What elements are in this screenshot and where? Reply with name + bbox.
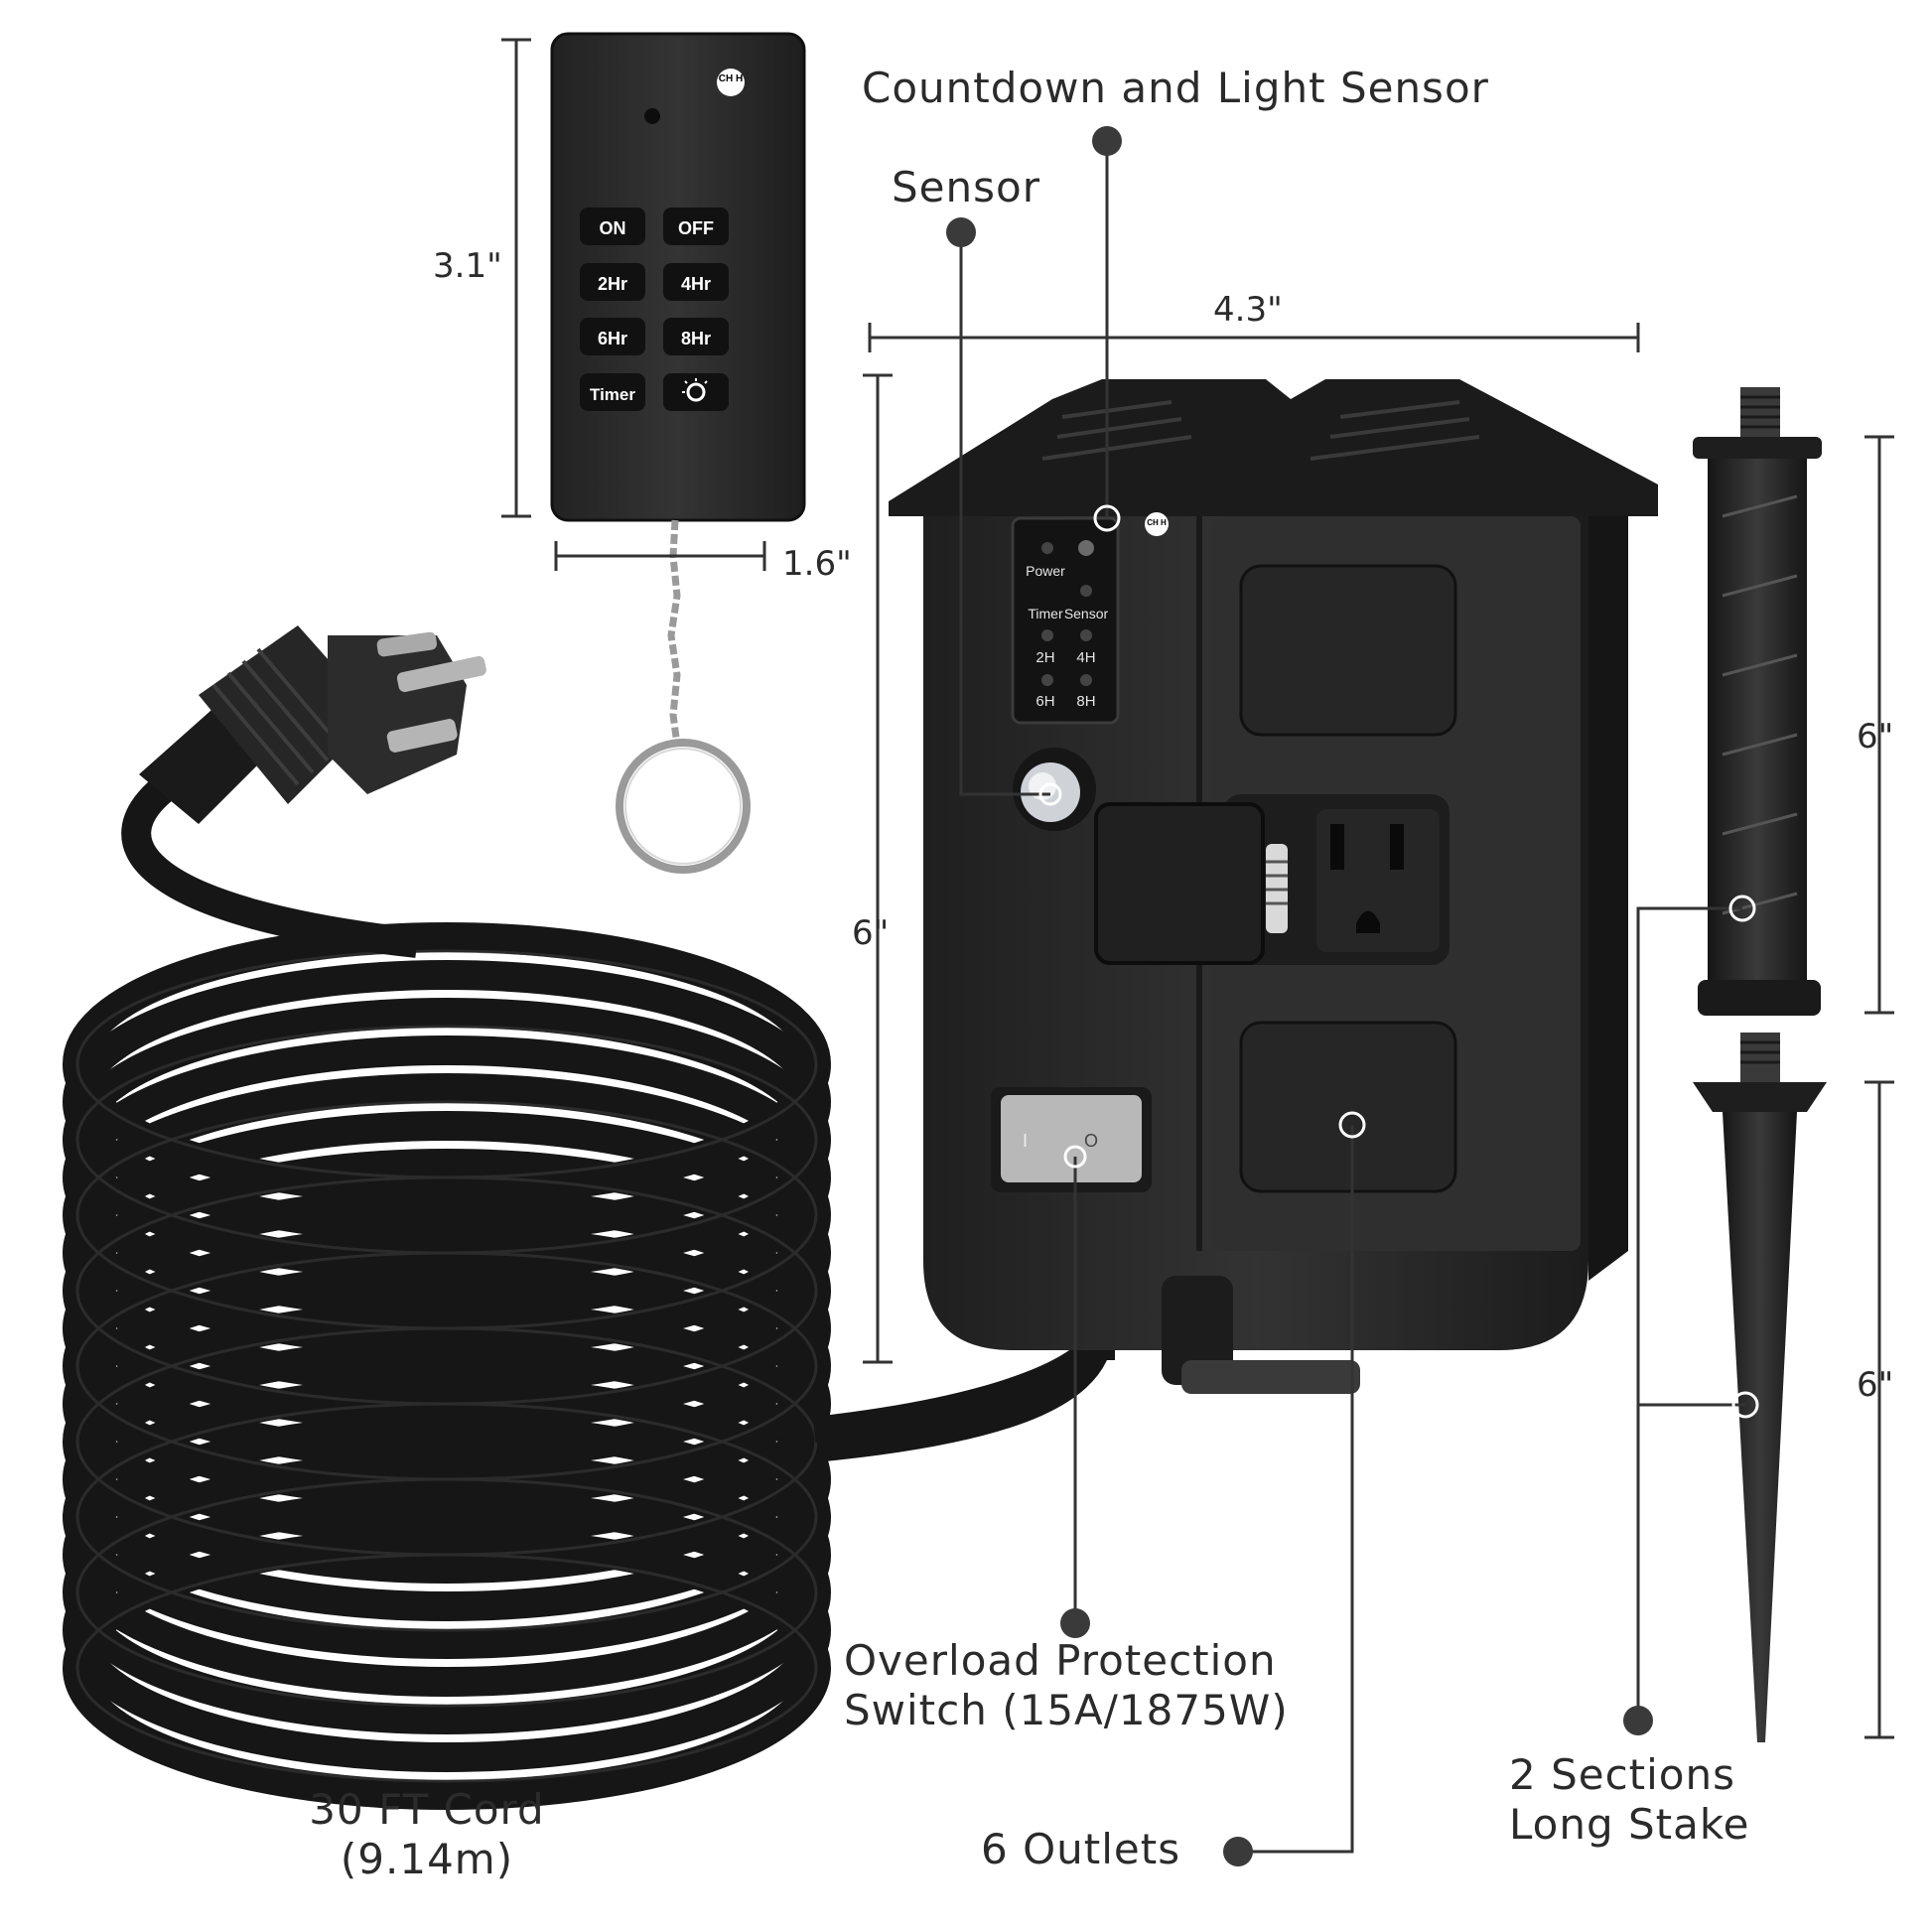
outlet-box: Power Timer Sensor 2H 4H 6H 8H CH H I O	[889, 379, 1658, 1394]
panel-2h-label: 2H	[1035, 649, 1054, 666]
remote-button-4hr[interactable]: 4Hr	[681, 274, 711, 294]
dim-remote-height: 3.1"	[433, 246, 502, 286]
target-markers	[1038, 504, 1759, 1419]
panel-8h-label: 8H	[1076, 693, 1095, 710]
leader-lines	[959, 141, 1745, 1854]
cord-to-plug	[121, 772, 419, 958]
key-ring	[616, 519, 751, 874]
panel-power-label: Power	[1026, 563, 1065, 579]
panel-brand: CH H	[1147, 518, 1167, 527]
remote-button-2hr[interactable]: 2Hr	[598, 274, 627, 294]
remote-sensor-mode-icon[interactable]	[682, 378, 708, 402]
switch-on-label: I	[1023, 1131, 1028, 1151]
remote-button-timer[interactable]: Timer	[590, 385, 635, 404]
dim-box-width: 4.3"	[1213, 290, 1283, 330]
dim-remote-width: 1.6"	[782, 544, 852, 584]
label-stake-line1: 2 Sections	[1509, 1750, 1735, 1799]
label-sensor: Sensor	[892, 163, 1040, 211]
remote-button-8hr[interactable]: 8Hr	[681, 329, 711, 348]
remote-button-off[interactable]: OFF	[678, 218, 714, 238]
leader-dots	[946, 126, 1653, 1866]
plug	[139, 625, 486, 824]
dim-stake-lower: 6"	[1857, 1365, 1894, 1405]
label-countdown-light-sensor: Countdown and Light Sensor	[862, 64, 1489, 112]
label-cord-line1: 30 FT Cord	[309, 1785, 545, 1834]
label-overload-line2: Switch (15A/1875W)	[844, 1686, 1289, 1734]
remote-buttons: ON OFF 2Hr 4Hr 6Hr 8Hr Timer	[580, 207, 729, 411]
dim-stake-upper: 6"	[1857, 717, 1894, 757]
switch-off-label: O	[1084, 1131, 1098, 1151]
light-sensor	[1013, 748, 1096, 831]
label-overload-line1: Overload Protection	[844, 1636, 1277, 1685]
stake-lower-section	[1693, 1033, 1827, 1742]
overload-switch[interactable]: I O	[991, 1087, 1152, 1192]
label-6-outlets: 6 Outlets	[981, 1825, 1181, 1873]
panel-timer-label: Timer	[1028, 606, 1063, 621]
remote-button-on[interactable]: ON	[600, 218, 626, 238]
cord-coil	[63, 922, 831, 1810]
label-cord-line2: (9.14m)	[340, 1835, 514, 1883]
remote-control: CH H ON OFF 2Hr 4Hr 6Hr 8Hr Timer	[550, 32, 806, 522]
panel-4h-label: 4H	[1076, 649, 1095, 666]
dim-box-height: 6"	[852, 913, 890, 953]
panel-sensor-label: Sensor	[1064, 606, 1109, 621]
dimension-lines	[501, 38, 1894, 1739]
remote-brand: CH H	[719, 73, 743, 84]
remote-button-6hr[interactable]: 6Hr	[598, 329, 627, 348]
label-stake-line2: Long Stake	[1509, 1800, 1750, 1849]
panel-6h-label: 6H	[1035, 693, 1054, 710]
stake-upper-section	[1693, 387, 1822, 1016]
